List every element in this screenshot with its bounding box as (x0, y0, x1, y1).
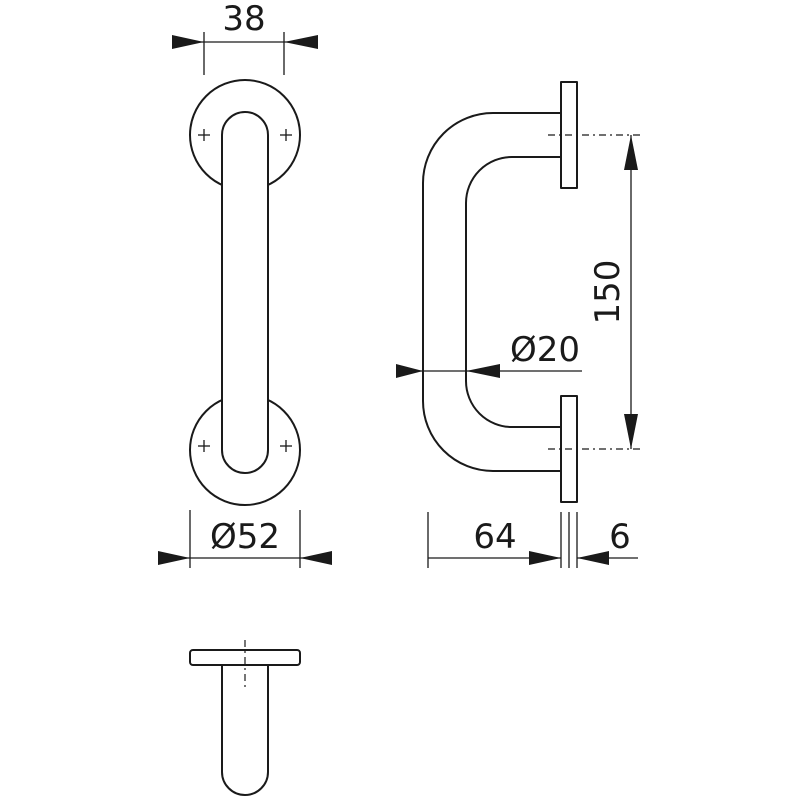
screw-mark-bottom-right (280, 440, 292, 452)
screw-mark-top-left (198, 129, 210, 141)
front-view: 38 Ø52 (158, 0, 332, 568)
dimension-38: 38 (172, 0, 318, 75)
dimension-label-rose-diameter: Ø52 (210, 517, 280, 557)
top-view-bar (221, 665, 269, 796)
dimension-label-64: 64 (473, 517, 516, 557)
screw-mark-top-right (280, 129, 292, 141)
top-view (189, 640, 301, 796)
dimension-6: 6 (568, 512, 638, 568)
dimension-label-bar-diameter: Ø20 (510, 330, 580, 370)
front-bar (221, 111, 269, 474)
screw-mark-bottom-left (198, 440, 210, 452)
side-u-bar (422, 112, 561, 472)
dimension-label-38: 38 (222, 0, 265, 39)
dimension-64: 64 (427, 512, 562, 568)
dimension-rose-diameter: Ø52 (158, 510, 332, 568)
dimension-150: 150 (588, 135, 638, 449)
dimension-bar-diameter: Ø20 (396, 330, 582, 378)
side-view: 150 Ø20 64 6 (396, 81, 640, 568)
dimension-label-150: 150 (588, 260, 628, 325)
dimension-label-6: 6 (609, 517, 631, 557)
